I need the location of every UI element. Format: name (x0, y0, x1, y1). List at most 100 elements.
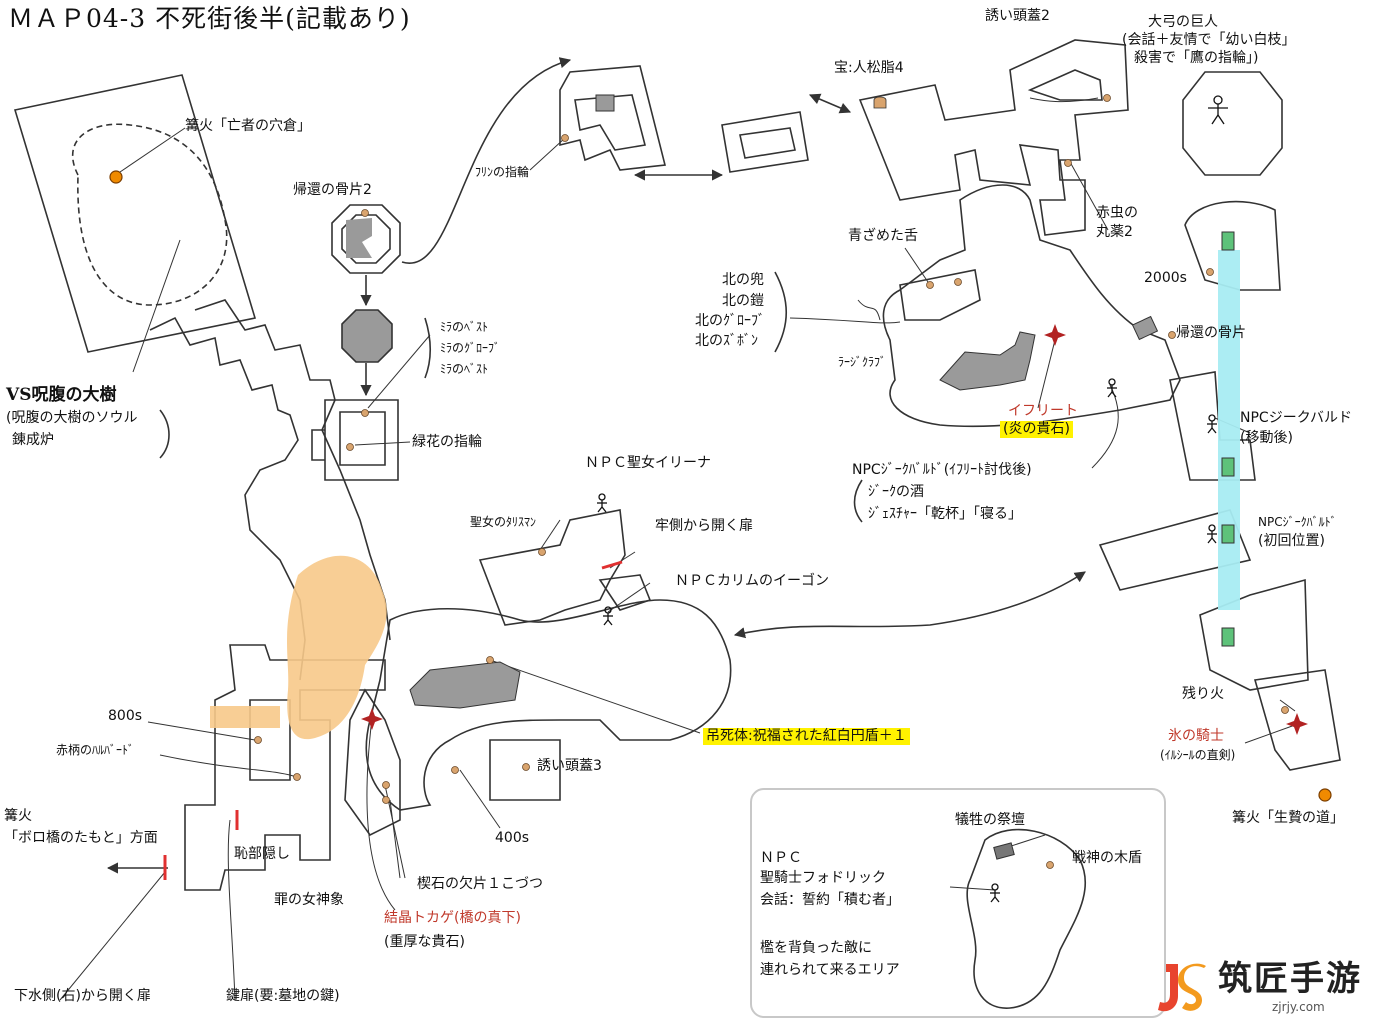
enemy-markers (361, 324, 1308, 735)
label-npc-knight2: 聖騎士フォドリック (760, 870, 886, 886)
waterway-highlight (287, 555, 387, 740)
label-bonfire-dilapidated1: 篝火 (4, 808, 32, 824)
npc-box-4 (1221, 627, 1235, 647)
brace-north (774, 271, 788, 353)
label-green-blossom-ring: 緑花の指輪 (412, 434, 482, 450)
label-shame-hidden: 恥部隠し (234, 846, 290, 862)
sacrifice-altar-island (966, 828, 1087, 1009)
label-north-4: 北のｽﾞﾎﾞﾝ (695, 333, 758, 349)
label-npc-siegward-initial2: (初回位置) (1258, 533, 1325, 549)
map-title: ＭＡＰ04-3 不死街後半(記載あり) (8, 4, 411, 33)
label-red-halberd: 赤柄のﾊﾙﾊﾞｰﾄﾞ (56, 743, 135, 757)
label-flynn-ring: ﾌﾘﾝの指輪 (475, 165, 530, 179)
item-markers (254, 94, 1289, 869)
label-large-club: ﾗｰｼﾞｸﾗﾌﾞ (838, 355, 887, 369)
flynn-building (559, 65, 667, 171)
inset-panel (750, 788, 1166, 1018)
label-heavy-gem: (重厚な貴石) (384, 934, 465, 950)
lower-left-complex (184, 644, 386, 891)
label-bonfire-dilapidated2: 「ボロ橋のたもと」方面 (4, 830, 158, 846)
label-treasure-pine-resin: 宝:人松脂4 (834, 60, 904, 76)
label-mira-2: ﾐﾗのｸﾞﾛｰﾌﾞ (440, 341, 501, 355)
panel-altar-block (993, 842, 1015, 860)
label-npc-siegward-initial1: NPCｼﾞｰｸﾊﾞﾙﾄﾞ (1258, 515, 1337, 529)
watermark-text: 筑匠手游 (1218, 959, 1362, 999)
npc-box-3 (1221, 524, 1235, 544)
label-north-2: 北の鎧 (722, 293, 764, 309)
label-npc-knight3: 会話：誓約「積む者」 (760, 892, 900, 908)
label-boss-drop2: 錬成炉 (12, 432, 54, 448)
label-goddess-statue: 罪の女神象 (274, 892, 344, 908)
ossuary-room (13, 74, 257, 353)
label-red-bug-1: 赤虫の (1096, 205, 1138, 221)
label-npc-siegward-ifrit: NPCｼﾞｰｸﾊﾞﾙﾄﾞ(ｲﾌﾘｰﾄ討伐後) (852, 462, 1032, 478)
label-giant-3: 殺害で「鷹の指輪」) (1134, 50, 1259, 66)
label-hanging-corpse: 吊死体:祝福された紅白円盾＋１ (703, 728, 910, 745)
person-icons (597, 95, 1228, 903)
flynn-wall-block (595, 94, 615, 112)
label-ember: 残り火 (1182, 686, 1224, 702)
tunnel-main (149, 299, 391, 681)
elevator-shaft (1218, 250, 1240, 610)
label-red-bug-2: 丸薬2 (1096, 224, 1133, 240)
brace-boss (159, 409, 170, 459)
elevator-tower (1098, 200, 1341, 771)
label-key-door: 鍵扉(要:墓地の鍵) (226, 988, 340, 1004)
label-saint-talisman: 聖女のﾀﾘｽﾏﾝ (470, 515, 537, 529)
label-homeward-bone2: 帰還の骨片2 (293, 182, 372, 198)
rock-formation-middle (409, 661, 521, 709)
label-door-from-cell: 牢側から開く扉 (655, 518, 753, 534)
label-boss: VS呪腹の大樹 (6, 385, 117, 405)
arrow-diagonal (808, 93, 852, 114)
octagon-room-upper (331, 204, 401, 274)
label-ice-knight-drop: (ｲﾙｼｰﾙの直剣) (1160, 748, 1236, 762)
octagon-room-middle (341, 309, 393, 363)
label-wedge-shard: 楔石の欠片１こづつ (417, 876, 543, 892)
middle-area (344, 599, 732, 837)
label-ice-knight: 氷の騎士 (1168, 728, 1224, 744)
label-bonfire-ossuary: 篝火「亡者の穴倉」 (185, 118, 311, 134)
label-siegbrau: ｼﾞｰｸの酒 (868, 484, 924, 500)
arrow-long-middle (733, 571, 1086, 639)
label-souls-800: 800s (108, 708, 143, 724)
upper-octagon-inner-fill (346, 218, 372, 258)
waterway-highlight-left (210, 706, 280, 728)
label-mira-1: ﾐﾗのﾍﾞｽﾄ (440, 320, 489, 334)
rock-block-small (1131, 315, 1159, 341)
giant-tower (1182, 71, 1283, 176)
label-gesture: ｼﾞｪｽﾁｬｰ「乾杯」「寝る」 (868, 506, 1022, 522)
label-lure-skull-3: 誘い頭蓋3 (537, 758, 602, 774)
label-npc-cornyx: ＮＰＣカリムのイーゴン (675, 573, 829, 589)
label-bonfire-sacrifice: 篝火「生贄の道」 (1232, 810, 1344, 826)
label-souls-400: 400s (495, 830, 530, 846)
chest-icon (873, 96, 887, 109)
label-npc-irina: ＮＰＣ聖女イリーナ (585, 455, 711, 471)
label-npc-knight1: ＮＰＣ (760, 850, 802, 866)
label-npc-siegward-moved2: (移動後) (1240, 430, 1293, 446)
label-ifrit-drop: (炎の貴石) (1000, 421, 1073, 438)
arrow-to-flynn (401, 57, 572, 264)
upper-right-complex (858, 39, 1129, 236)
label-souls-2000: 2000s (1144, 270, 1187, 286)
label-war-god-shield: 戦神の木盾 (1072, 850, 1142, 866)
label-north-1: 北の兜 (722, 272, 764, 288)
label-sewer-door: 下水側(右)から開く扉 (14, 988, 151, 1004)
label-crystal-lizard: 結晶トカゲ(橋の真下) (384, 910, 521, 926)
label-cage-note2: 連れられて来るエリア (760, 962, 900, 978)
bonfire-icon (1318, 788, 1332, 802)
label-ifrit: イフリート (1008, 403, 1078, 419)
door-markers (163, 560, 623, 880)
label-lure-skull-top: 誘い頭蓋2 (985, 8, 1050, 24)
npc-box-1 (1221, 231, 1235, 251)
brace-mira (424, 317, 432, 379)
label-boss-drop1: (呪腹の大樹のソウル (6, 410, 138, 426)
central-cliff (882, 184, 1181, 428)
watermark-url: zjrjy.com (1272, 1000, 1325, 1014)
label-pale-tongue: 青ざめた舌 (848, 228, 918, 244)
label-cage-note1: 檻を背負った敵に (760, 940, 872, 956)
rock-formation-center (939, 331, 1036, 391)
logo-mark-icon (1158, 963, 1206, 1012)
label-altar: 犠牲の祭壇 (955, 812, 1025, 828)
watermark-logo: 筑匠手游 zjrjy.com (1152, 958, 1392, 1020)
